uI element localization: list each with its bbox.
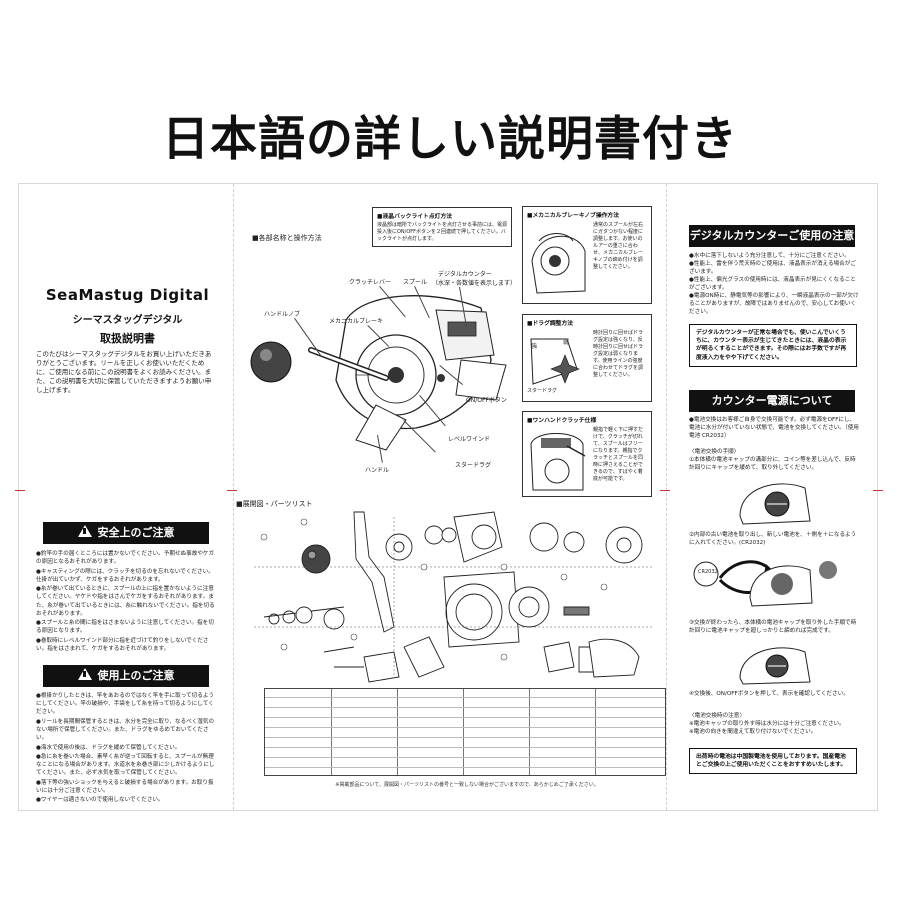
safety-heading: 安全上のご注意 xyxy=(43,522,209,544)
label-weak: 弱 xyxy=(563,339,570,346)
drag-adjust-box: ■ドラグ調整方法 強 弱 スタードラグ 時計回りに回せばドラグ設定は強くなり、反… xyxy=(522,314,652,402)
clutch-illustration xyxy=(530,433,586,491)
parts-list-table xyxy=(264,688,666,776)
table-footnote: ※掲載部品について、展開図・パーツリストの番号と一致しない場合がございますので、… xyxy=(335,782,599,788)
shipping-battery-box: 出荷時の電池は中国製電池を使用しております。国産電池とご交換の上ご使用いただくこ… xyxy=(689,748,857,775)
intro-text: このたびはシーマスタッグデジタルをお買い上げいただきありがとうございます。リール… xyxy=(36,350,212,394)
exploded-view-diagram xyxy=(254,511,654,683)
list-item: ●釣竿の手の届くところには置かないでください。予期せぬ事故やケガの原因となるおそ… xyxy=(36,551,215,566)
fold-mark xyxy=(873,490,883,491)
product-name: シーマスタッグデジタル xyxy=(72,315,183,326)
fold-mark xyxy=(660,490,670,491)
list-item: ●電池交換はお客様ご自身で交換可能です。必ず電源をOFFにし、電池に水分が付いて… xyxy=(689,417,859,439)
step-1: 〈電池交換の手順〉 ①本体横の電池キャップの溝部分に、コイン等を差し込んで、反時… xyxy=(689,449,856,471)
label-level-wind: レベルワインド xyxy=(448,436,491,443)
list-item: ●ワイヤーは適さないので使用しないでください。 xyxy=(36,797,164,804)
label-handle-knob: ハンドルノブ xyxy=(264,311,301,318)
fold-mark xyxy=(227,490,237,491)
battery-cautions: 〈電池交換時の注意〉 ※電池キャップの取り外す時は水分には十分ご注意ください。 … xyxy=(689,713,845,735)
star-drag-illustration xyxy=(530,338,580,385)
step-3: ③交換が終わったら、本体横の電池キャップを取り外した手順で時計回りに電池キャップ… xyxy=(689,620,857,634)
battery-insert-illustration xyxy=(693,560,837,607)
step-4: ④交換後、ON/OFFボタンを押して、表示を確認してください。 xyxy=(689,691,849,697)
banner-title: 日本語の詳しい説明書付き xyxy=(162,112,738,167)
list-item: ●巻取時にレベルワインド部分に指を近づけて釣りをしないでください。指をはさまれて… xyxy=(36,637,209,652)
label-digital-counter: デジタルカウンター xyxy=(438,271,492,278)
fold-line xyxy=(233,184,234,810)
label-clutch-lever: クラッチレバー xyxy=(349,279,392,286)
table-row xyxy=(265,737,665,738)
table-column-divider xyxy=(529,689,530,775)
warning-icon xyxy=(77,668,92,680)
table-row xyxy=(265,697,665,698)
table-column-divider xyxy=(331,689,332,775)
battery-close-illustration xyxy=(739,647,811,685)
counter-notes: ●水中に落下しないよう充分注意して、十分にご注意ください。 ●性能上、雷を伴う荒… xyxy=(689,252,859,316)
label-handle: ハンドル xyxy=(365,467,390,474)
safety-list: ●釣竿の手の届くところには置かないでください。予期せぬ事故やケガの原因となるおそ… xyxy=(36,550,216,654)
exploded-heading: ■展開図・パーツリスト xyxy=(236,500,313,508)
manual-title: 取扱説明書 xyxy=(100,332,155,345)
list-item: ●性能上、偏光グラスの使用時には、液晶表示が見にくくなることがございます。 xyxy=(689,277,856,291)
table-column-divider xyxy=(595,689,596,775)
warning-icon xyxy=(77,525,92,537)
table-row xyxy=(265,747,665,748)
cell-label: CR2032 xyxy=(698,569,718,575)
table-row xyxy=(265,727,665,728)
reel-illustration xyxy=(250,295,507,451)
label-onoff-button: ON/OFFボタン xyxy=(466,397,507,404)
counter-warning-box: デジタルカウンターが正常な場合でも、使いこんでいくうちに、カウンター表示が生じて… xyxy=(689,324,857,367)
fold-mark xyxy=(15,490,25,491)
battery-cap-illustration xyxy=(739,483,811,525)
list-item: ●性能上、雷を伴う荒天時のご使用は、液晶表示が消える場合がございます。 xyxy=(689,261,856,275)
table-row xyxy=(265,757,665,758)
one-hand-clutch-box: ■ワンハンドクラッチ仕様 親指で軽く下に押すだけで、クラッチが切れて、スプールは… xyxy=(522,411,652,497)
list-item: ●キャスティングの際には、クラッチを切るのを忘れないでください。仕掛が出ていかず… xyxy=(36,568,214,583)
label-counter-note: （水深・各数値を表示します） xyxy=(432,280,517,287)
label-star-drag-small: スタードラグ xyxy=(527,388,558,394)
label-strong: 強 xyxy=(531,343,538,350)
table-row xyxy=(265,767,665,768)
list-item: ●糸が巻いて出ているときに、スプールの上に指を置かないように注意してください。ヤ… xyxy=(36,586,215,617)
list-item: ●急に糸を巻いた場合、素早く糸が逆って回転すると、スプールが無理なことになる場合… xyxy=(36,753,215,777)
parts-heading: ■各部名称と操作方法 xyxy=(252,234,322,242)
table-column-divider xyxy=(463,689,464,775)
list-item: ●電源ON時に、静電気等の影響により、一瞬液晶表示の一部が欠けることがありますが… xyxy=(689,293,859,315)
table-row xyxy=(265,717,665,718)
step-2: ②内部の古い電池を取り出し、新しい電池を、＋側を＋になるように入れてください。(… xyxy=(689,532,857,546)
table-column-divider xyxy=(397,689,398,775)
instruction-sheet xyxy=(15,183,883,811)
battery-heading: カウンター電源について xyxy=(689,390,855,412)
label-spool: スプール xyxy=(403,279,428,286)
label-mechanical-brake: メカニカルブレーキ xyxy=(329,318,384,325)
label-star-drag: スタードラグ xyxy=(455,462,492,469)
usage-heading: 使用上のご注意 xyxy=(43,665,209,687)
mech-brake-box: ■メカニカルブレーキノブ操作方法 通常のスプールが左右にガタつかない程度に調整し… xyxy=(522,206,652,304)
battery-notes: ●電池交換はお客様ご自身で交換可能です。必ず電源をOFFにし、電池に水分が付いて… xyxy=(689,416,859,440)
list-item: ●水中に落下しないよう充分注意して、十分にご注意ください。 xyxy=(689,253,850,259)
brake-knob-illustration xyxy=(531,233,586,294)
counter-heading: デジタルカウンターご使用の注意 xyxy=(689,225,855,247)
list-item: ●スプールと糸の間に指をはさまないように注意してください。指を切る原因となります… xyxy=(36,620,214,635)
brand-logo: SeaMastug Digital xyxy=(45,286,210,304)
list-item: ●落下等の強いショックを与えると破損する場合があります。お取り扱いには十分ご注意… xyxy=(36,779,214,794)
list-item: ●海水で使用の後は、ドラグを緩めて保管してください。 xyxy=(36,744,181,751)
backlight-box: ■液晶バックライト点灯方法 液晶部は暗所でバックライトを点灯させる事前には、電源… xyxy=(372,207,512,247)
fold-line xyxy=(666,184,667,810)
list-item: ●リールを長期間保管するときは、水分を完全に取り、なるべく湿気のない場所で保管し… xyxy=(36,718,215,742)
usage-list: ●根掛かりしたときは、竿をあおるのではなく竿を手に取って切るようにしてください。… xyxy=(36,692,216,806)
table-row xyxy=(265,707,665,708)
list-item: ●根掛かりしたときは、竿をあおるのではなく竿を手に取って切るようにしてください。… xyxy=(36,693,215,716)
